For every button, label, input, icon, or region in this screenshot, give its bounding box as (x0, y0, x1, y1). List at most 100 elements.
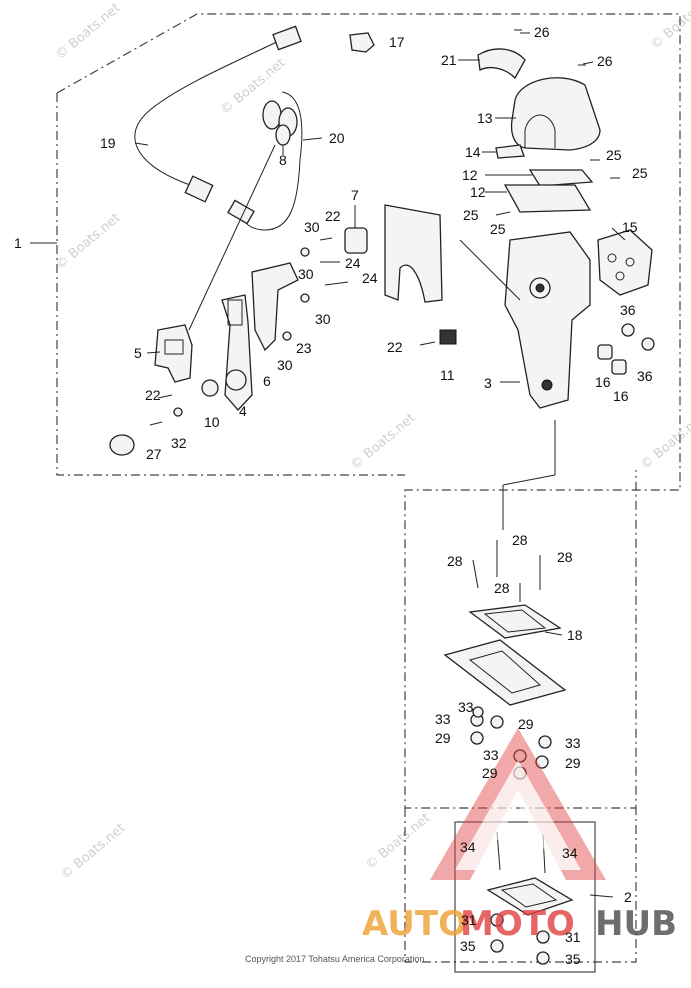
label-14: 14 (465, 144, 481, 160)
part-28-bolts (472, 540, 541, 602)
label-25a: 25 (606, 147, 622, 163)
part-12-plate-upper (528, 169, 594, 187)
label-5: 5 (134, 345, 142, 361)
label-2: 2 (624, 889, 632, 905)
watermark: © Boats.net (363, 811, 433, 873)
label-35b: 35 (565, 951, 581, 967)
label-16b: 16 (613, 388, 629, 404)
label-26a: 26 (534, 24, 550, 40)
label-17: 17 (389, 34, 405, 50)
part-15-plate (597, 229, 653, 296)
label-33d: 33 (565, 735, 581, 751)
part-35-nut-a (490, 939, 504, 953)
label-36b: 36 (637, 368, 653, 384)
label-34a: 34 (460, 839, 476, 855)
label-28c: 28 (557, 549, 573, 565)
label-26b: 26 (597, 53, 613, 69)
part-14-clip (495, 144, 525, 159)
part-36-nut-b (641, 337, 655, 351)
label-30c: 30 (315, 311, 331, 327)
part-6-arm (251, 262, 299, 352)
label-10: 10 (204, 414, 220, 430)
label-28b: 28 (447, 553, 463, 569)
label-12a: 12 (462, 167, 478, 183)
watermark: © Boats.net (53, 1, 123, 63)
wire-harness (134, 25, 303, 231)
label-18: 18 (567, 627, 583, 643)
label-19: 19 (100, 135, 116, 151)
sub-box-2 (454, 821, 596, 973)
part-17-grommet (349, 32, 375, 53)
label-33b: 33 (435, 711, 451, 727)
nuts-33-29 (470, 706, 552, 780)
assembly-outline-1 (56, 13, 681, 809)
leader-lines (30, 32, 626, 898)
part-8 (275, 124, 291, 146)
part-11 (439, 329, 457, 345)
label-25d: 25 (490, 221, 506, 237)
label-31a: 31 (461, 912, 477, 928)
label-6: 6 (263, 373, 271, 389)
label-24b: 24 (362, 270, 378, 286)
assembly-outline-2 (404, 808, 637, 963)
part-10-washer (201, 379, 219, 397)
part-12-plate-lower (503, 184, 592, 213)
brand-hub: HUB (595, 904, 677, 944)
part-16-clip-b (611, 359, 627, 375)
label-25b: 25 (632, 165, 648, 181)
label-34b: 34 (562, 845, 578, 861)
watermark: © Boats.net (53, 211, 123, 273)
label-35a: 35 (460, 938, 476, 954)
part-16-clip-a (597, 344, 613, 360)
label-30b: 30 (298, 266, 314, 282)
part-3-control-body (504, 231, 591, 409)
label-20: 20 (329, 130, 345, 146)
label-29a: 29 (518, 716, 534, 732)
label-25c: 25 (463, 207, 479, 223)
part-2-plate (486, 877, 574, 916)
label-4: 4 (239, 403, 247, 419)
part-7 (344, 227, 368, 254)
label-33a: 33 (458, 699, 474, 715)
part-base-plate (443, 639, 567, 706)
label-7: 7 (351, 187, 359, 203)
watermark: © Boats.net (58, 821, 128, 883)
automotohub-logo (430, 728, 606, 880)
label-36a: 36 (620, 302, 636, 318)
part-labels: 1 2 3 4 5 6 7 8 10 11 12 12 13 14 15 16 … (14, 24, 653, 967)
watermark: © Boats.net (648, 0, 691, 53)
part-27-knob (109, 434, 135, 456)
label-11: 11 (440, 367, 455, 383)
label-32: 32 (171, 435, 187, 451)
label-31b: 31 (565, 929, 581, 945)
gasket-shadow (384, 204, 443, 303)
label-15: 15 (622, 219, 638, 235)
label-12b: 12 (470, 184, 486, 200)
part-4-lever (221, 294, 253, 411)
label-28a: 28 (512, 532, 528, 548)
label-30d: 30 (277, 357, 293, 373)
part-21-cover (477, 48, 526, 80)
label-1: 1 (14, 235, 22, 251)
label-29c: 29 (565, 755, 581, 771)
label-23: 23 (296, 340, 312, 356)
label-16a: 16 (595, 374, 611, 390)
label-8: 8 (279, 152, 287, 168)
label-24a: 24 (345, 255, 361, 271)
label-28d: 28 (494, 580, 510, 596)
brand-moto: MOTO (460, 904, 575, 944)
label-27: 27 (146, 446, 162, 462)
part-31-nut-b (536, 930, 550, 944)
copyright-text: Copyright 2017 Tohatsu America Corporati… (245, 954, 424, 964)
label-3: 3 (484, 375, 492, 391)
watermark: © Boats.net (638, 411, 691, 473)
label-22b: 22 (387, 339, 403, 355)
label-30a: 30 (304, 219, 320, 235)
part-31-nut-a (490, 913, 504, 927)
part-18-gasket (468, 604, 562, 639)
watermark: © Boats.net (348, 411, 418, 473)
part-13-housing (510, 77, 601, 151)
label-29d: 29 (482, 765, 498, 781)
part-36-nut-a (621, 323, 635, 337)
